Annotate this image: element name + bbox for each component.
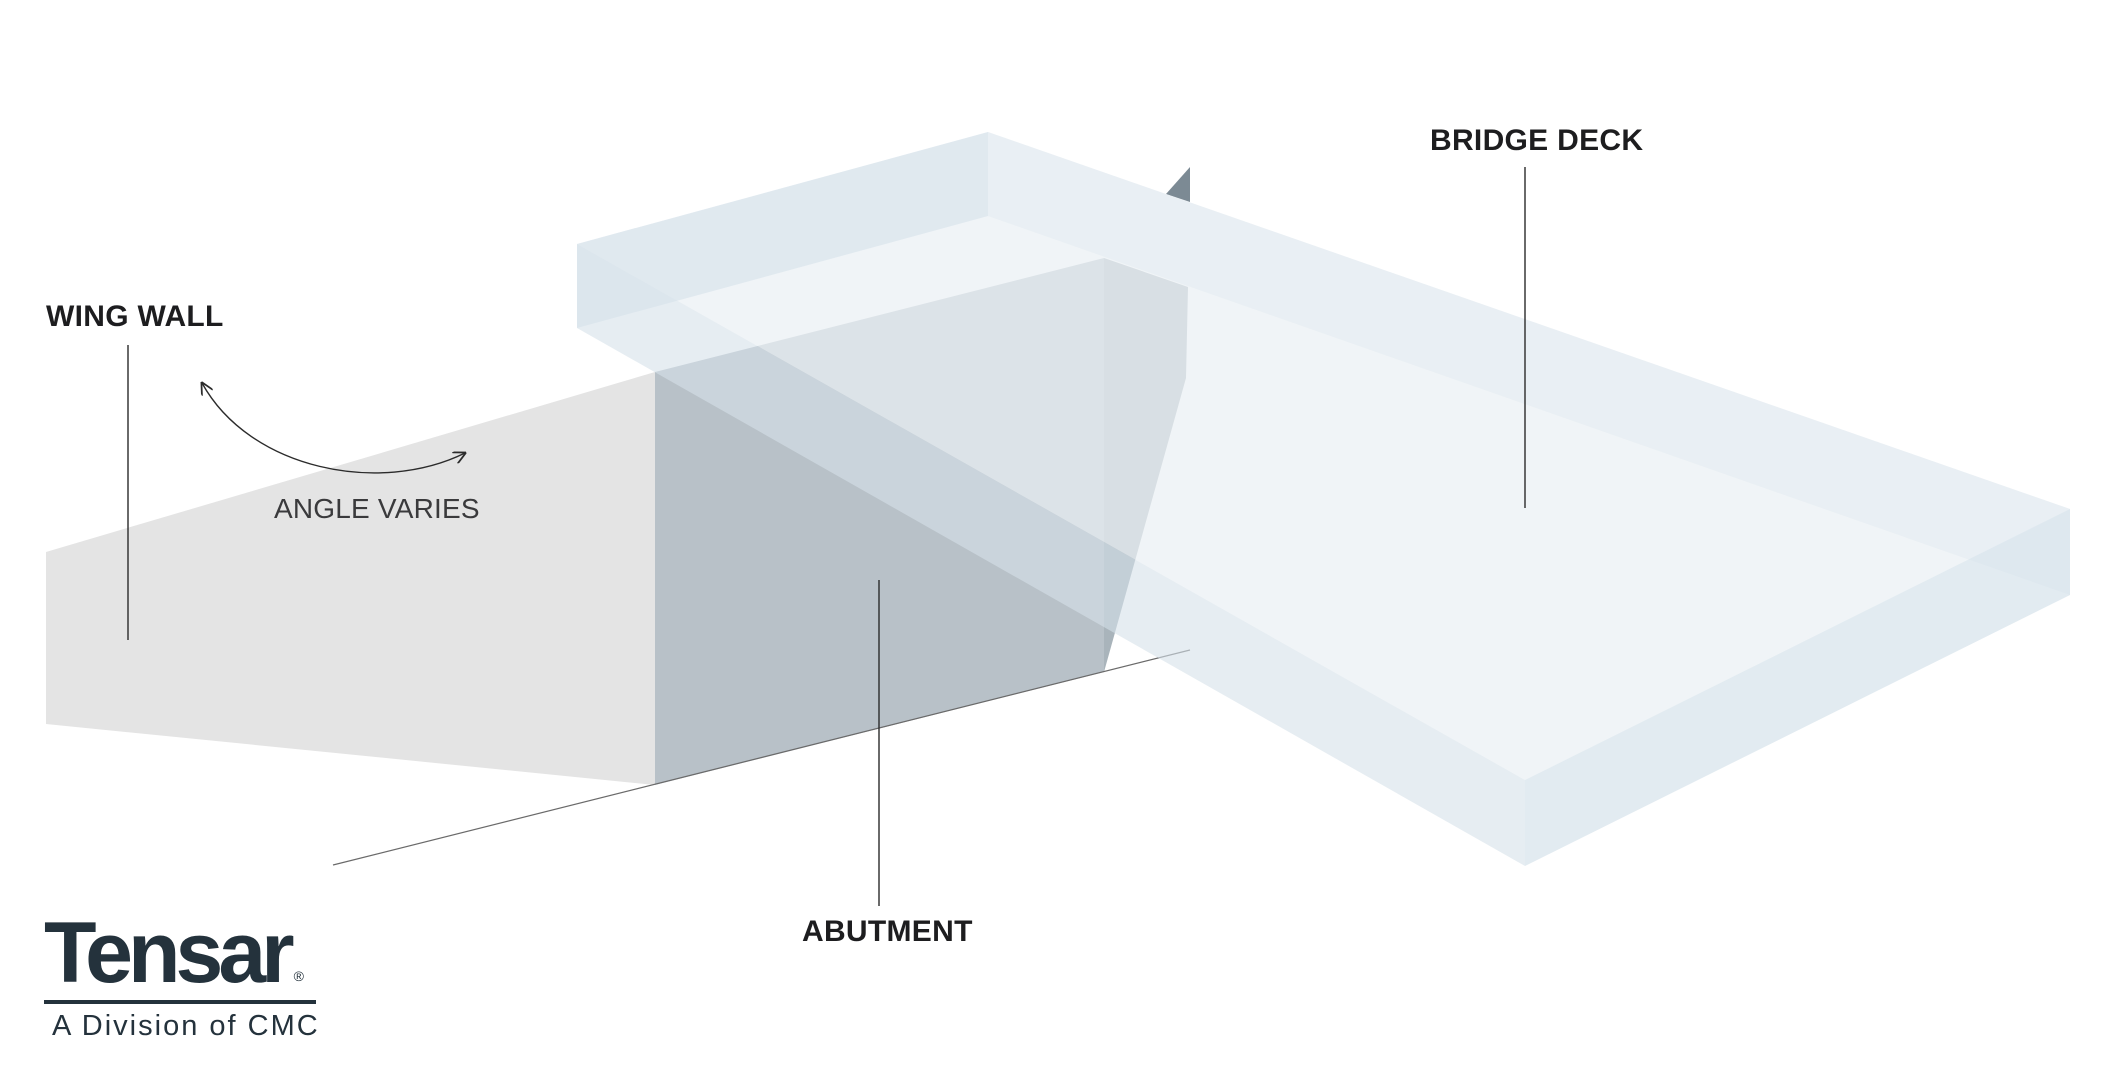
bridge-deck-label: BRIDGE DECK <box>1430 124 1644 157</box>
bridge-deck-top <box>577 132 2070 780</box>
bridge-deck-back-face <box>577 132 988 328</box>
wing-wall-label: WING WALL <box>46 300 224 333</box>
logo-tagline: A Division of CMC <box>52 1010 320 1042</box>
angle-varies-label: ANGLE VARIES <box>274 493 480 524</box>
registered-mark: ® <box>293 968 304 984</box>
backwall-tip <box>1166 167 1190 202</box>
logo-wordmark-row: Tensar® <box>44 910 334 996</box>
abutment-label: ABUTMENT <box>802 915 973 948</box>
tensar-logo: Tensar® A Division of CMC <box>44 910 334 1043</box>
ground-line <box>332 649 1191 866</box>
bridge-deck-front-face <box>577 244 1525 866</box>
logo-rule <box>44 1000 316 1004</box>
bridge-deck-right-face <box>988 132 2070 595</box>
angle-arrow <box>202 383 465 474</box>
logo-wordmark: Tensar <box>44 905 295 1001</box>
wing-wall-face <box>46 372 655 785</box>
bridge-deck-end-face <box>1525 509 2070 866</box>
